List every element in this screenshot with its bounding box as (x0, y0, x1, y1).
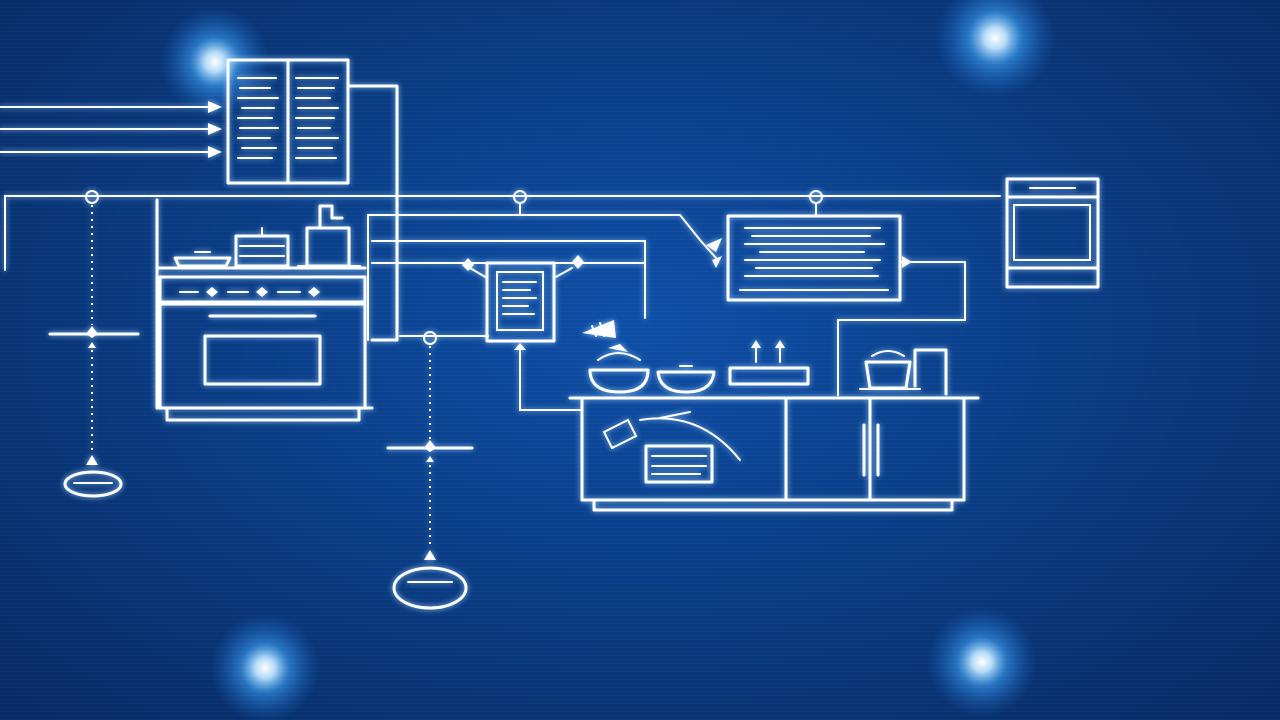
monitor-screen (706, 214, 912, 302)
connection-bus (4, 84, 1001, 411)
hanging-lamp-left (48, 205, 140, 498)
light-top-right (935, 0, 1055, 98)
stove-oven-unit (155, 198, 374, 422)
light-bottom-right (927, 607, 1037, 717)
light-bottom-left (210, 613, 320, 720)
hanging-lamp-center (386, 346, 474, 610)
refrigerator-unit (1005, 177, 1100, 289)
recipe-display-panel (226, 58, 350, 185)
input-arrows (0, 101, 222, 158)
light-top-left (160, 7, 270, 117)
sensor-nodes (85, 190, 823, 345)
control-tablet (462, 255, 584, 350)
prep-counter (568, 320, 980, 512)
